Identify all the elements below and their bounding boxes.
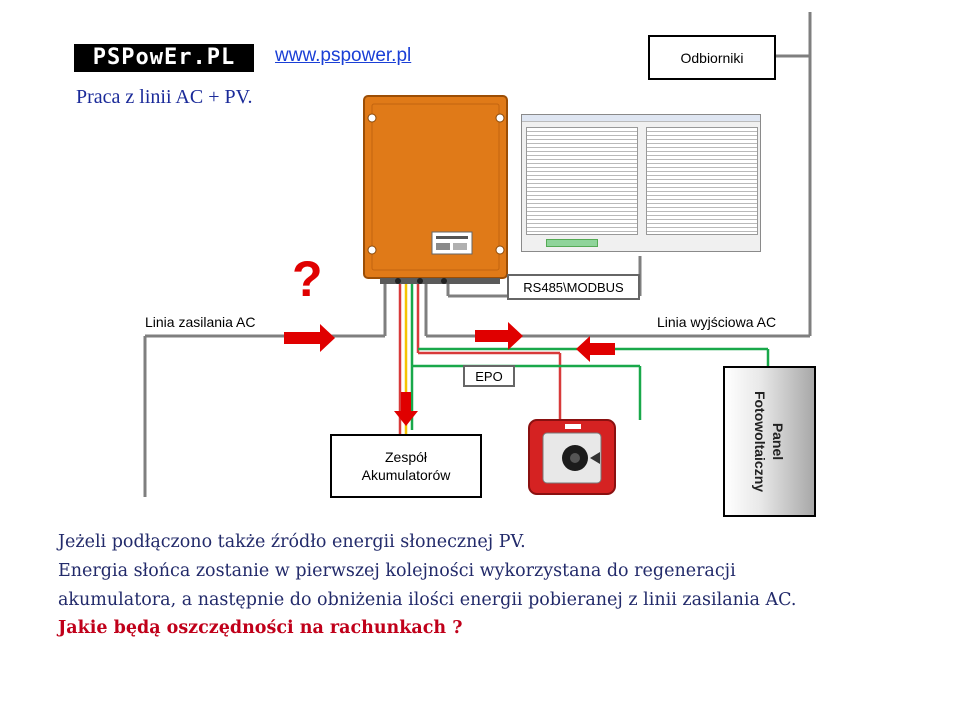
- pv-input-arrow-icon: [576, 336, 615, 362]
- pv-panel-box: Panel Fotowoltaiczny: [723, 366, 816, 517]
- ac-output-arrow-icon: [475, 322, 523, 350]
- savings-question: Jakie będą oszczędności na rachunkach ?: [58, 618, 463, 638]
- text-line-1: Jeżeli podłączono także źródło energii s…: [58, 532, 526, 552]
- ac-supply-arrow-icon: [284, 324, 335, 352]
- software-parameter-table-right: [646, 127, 758, 235]
- green-wires: [410, 283, 770, 430]
- epo-box: EPO: [463, 365, 515, 387]
- battery-label-line1: Zespół: [384, 449, 428, 465]
- loads-label: Odbiorniki: [680, 49, 744, 66]
- pv-panel-label: Panel Fotowoltaiczny: [725, 368, 814, 515]
- emergency-stop-switch-image: [528, 419, 616, 495]
- text-line-2: Energia słońca zostanie w pierwszej kole…: [58, 561, 736, 581]
- pv-label-line1: Panel: [770, 422, 787, 461]
- inverter-cabinet-image: [363, 95, 508, 284]
- battery-label-line2: Akumulatorów: [361, 467, 451, 483]
- loads-box: Odbiorniki: [648, 35, 776, 80]
- text-line-3: akumulatora, a następnie do obniżenia il…: [58, 590, 797, 610]
- question-mark: ?: [292, 251, 323, 307]
- pspower-logo: PSPowEr.PL: [74, 44, 254, 72]
- modbus-label: RS485\MODBUS: [523, 279, 624, 295]
- website-link[interactable]: www.pspower.pl: [275, 45, 412, 66]
- mode-title: Praca z linii AC + PV.: [76, 86, 253, 108]
- configuration-software-screenshot: [521, 114, 761, 252]
- software-parameter-table-left: [526, 127, 638, 235]
- red-wires: [398, 283, 562, 438]
- software-progress-bar: [546, 239, 598, 247]
- epo-label: EPO: [475, 368, 503, 384]
- modbus-box: RS485\MODBUS: [507, 274, 640, 300]
- ac-supply-label: Linia zasilania AC: [145, 314, 256, 330]
- ac-output-label: Linia wyjściowa AC: [657, 314, 777, 330]
- battery-box: Zespół Akumulatorów: [330, 434, 482, 498]
- software-title-bar: [522, 115, 760, 122]
- flow-arrows: [284, 322, 615, 426]
- pv-label-line2: Fotowoltaiczny: [752, 390, 769, 493]
- battery-arrow-icon: [394, 392, 418, 426]
